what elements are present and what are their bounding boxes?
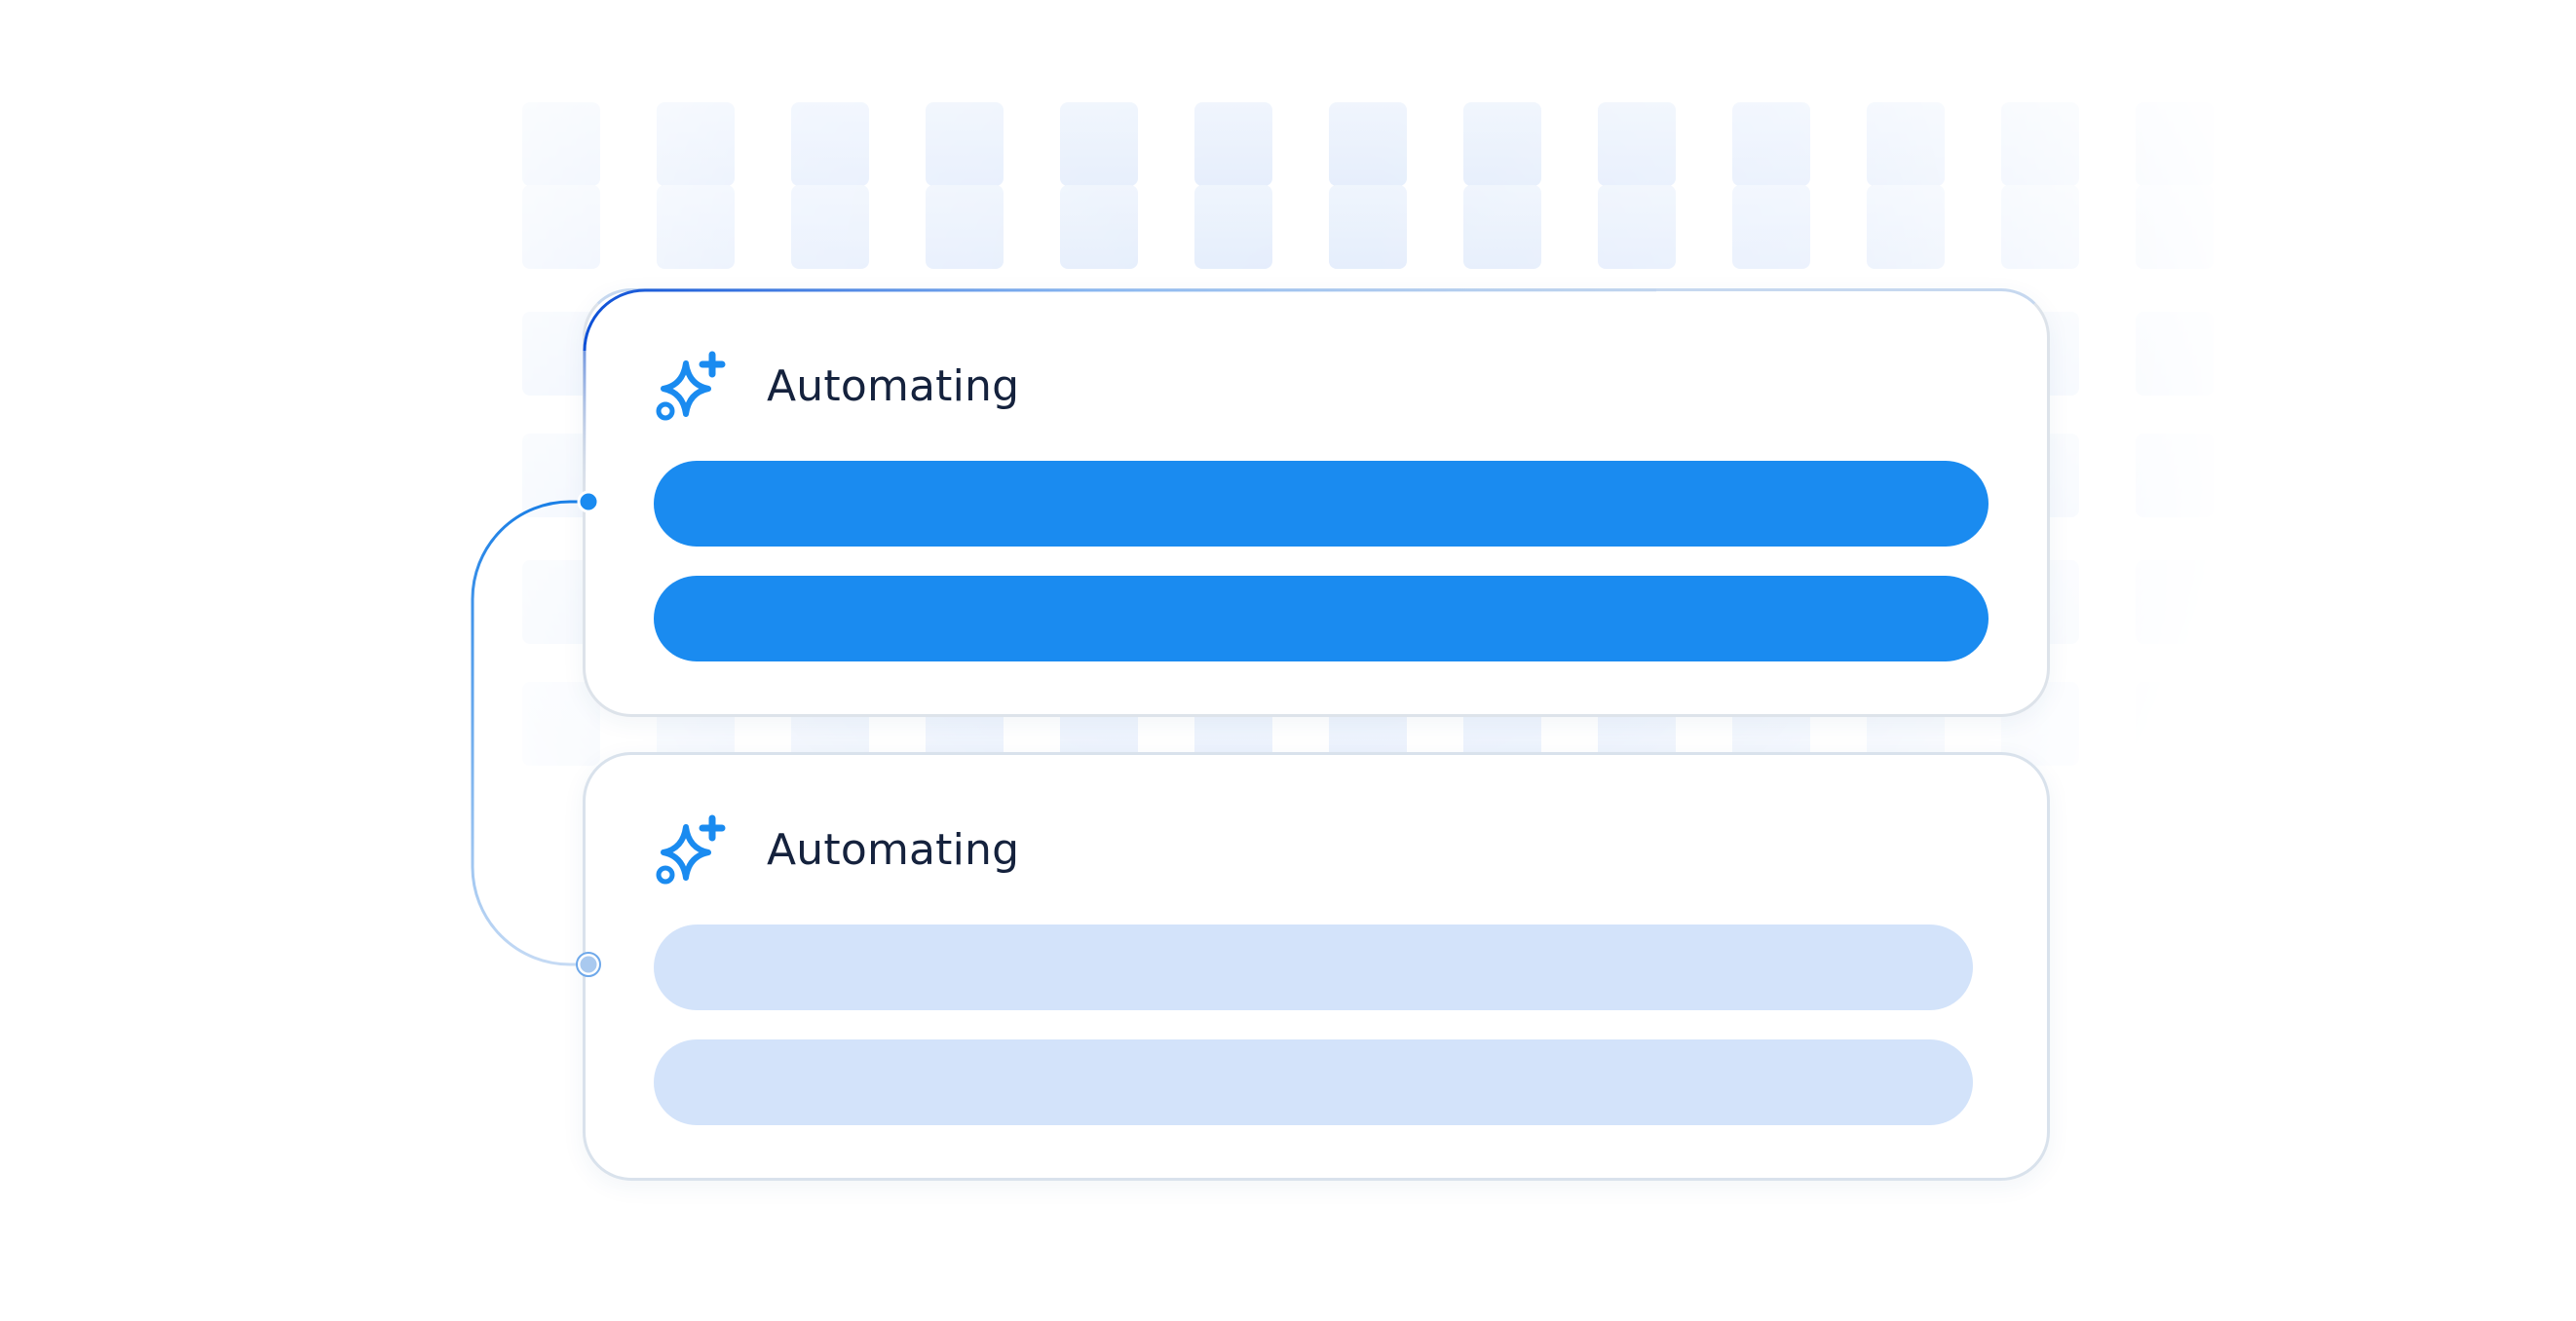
step-card-active: Automating bbox=[583, 288, 2050, 717]
background-tile bbox=[1598, 102, 1676, 186]
background-tile bbox=[2405, 102, 2482, 186]
background-tile bbox=[2270, 102, 2348, 186]
background-tile bbox=[2270, 185, 2348, 269]
background-tile bbox=[926, 102, 1004, 186]
background-tile bbox=[2270, 434, 2348, 517]
background-tile bbox=[2136, 560, 2214, 644]
background-tile bbox=[2539, 185, 2576, 269]
background-tile bbox=[2136, 185, 2214, 269]
background-tile bbox=[2539, 682, 2576, 766]
background-tile bbox=[2001, 185, 2079, 269]
background-tile bbox=[2270, 312, 2348, 396]
background-tile bbox=[2405, 682, 2482, 766]
background-tile bbox=[2405, 560, 2482, 644]
step-title: Automating bbox=[767, 825, 1020, 875]
background-tile bbox=[791, 102, 869, 186]
progress-bar bbox=[654, 461, 1989, 547]
background-tile bbox=[2405, 312, 2482, 396]
background-tile bbox=[2270, 560, 2348, 644]
background-tile bbox=[1867, 185, 1945, 269]
background-tile bbox=[1060, 185, 1138, 269]
sparkle-icon bbox=[656, 351, 726, 421]
background-tile bbox=[2539, 434, 2576, 517]
background-tile bbox=[522, 312, 600, 396]
background-tile bbox=[1463, 102, 1541, 186]
background-tile bbox=[1463, 185, 1541, 269]
placeholder-bar bbox=[654, 1039, 1973, 1125]
background-tile bbox=[791, 185, 869, 269]
background-tile bbox=[1329, 102, 1407, 186]
background-tile bbox=[2136, 682, 2214, 766]
background-tile bbox=[1194, 185, 1272, 269]
progress-bar bbox=[654, 576, 1989, 661]
background-tile bbox=[522, 185, 600, 269]
background-tile bbox=[2539, 560, 2576, 644]
background-tile bbox=[2539, 102, 2576, 186]
background-tile bbox=[522, 682, 600, 766]
background-tile bbox=[1732, 102, 1810, 186]
background-tile bbox=[2136, 102, 2214, 186]
step-header: Automating bbox=[654, 813, 1019, 887]
background-tile bbox=[2001, 102, 2079, 186]
step-title: Automating bbox=[767, 361, 1020, 411]
background-tile bbox=[1329, 185, 1407, 269]
background-tile bbox=[1060, 102, 1138, 186]
background-tile bbox=[2539, 312, 2576, 396]
background-tile bbox=[522, 102, 600, 186]
placeholder-bar bbox=[654, 925, 1973, 1010]
background-tile bbox=[657, 102, 735, 186]
sparkle-icon bbox=[656, 814, 726, 885]
background-tile bbox=[926, 185, 1004, 269]
background-tile bbox=[1194, 102, 1272, 186]
background-tile bbox=[2136, 312, 2214, 396]
background-tile bbox=[2405, 434, 2482, 517]
background-tile bbox=[1598, 185, 1676, 269]
background-tile bbox=[2136, 434, 2214, 517]
background-tile bbox=[2270, 682, 2348, 766]
background-tile bbox=[1732, 185, 1810, 269]
background-tile bbox=[657, 185, 735, 269]
background-tile bbox=[2405, 185, 2482, 269]
step-card-pending: Automating bbox=[583, 752, 2050, 1181]
step-header: Automating bbox=[654, 350, 1019, 424]
background-tile bbox=[1867, 102, 1945, 186]
